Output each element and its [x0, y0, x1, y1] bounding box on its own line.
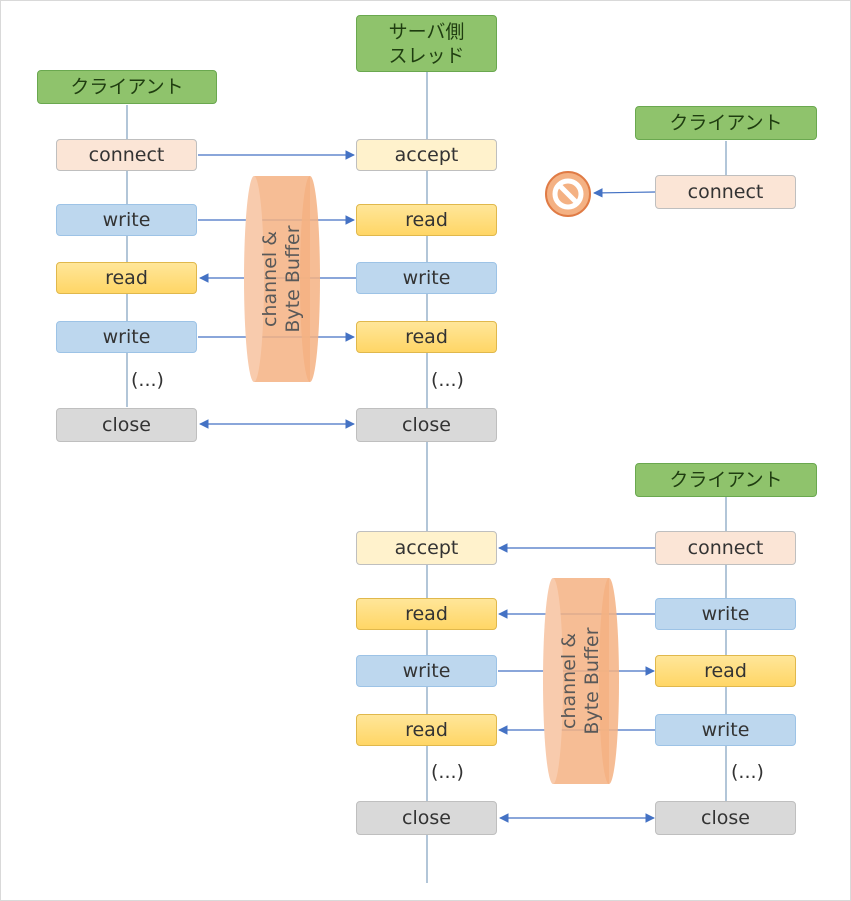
server1-write-box: write	[356, 262, 497, 294]
server2-read-box-1: read	[356, 598, 497, 630]
buffer-cylinder-shape	[543, 578, 619, 784]
server2-read-box-2: read	[356, 714, 497, 746]
server2-close-box: close	[356, 801, 497, 835]
no-entry-icon	[545, 171, 591, 217]
arrow-blocked-connect	[593, 188, 656, 198]
buffer-label-line2: Byte Buffer	[282, 225, 304, 333]
buffer-cylinder-shape	[244, 176, 320, 382]
client1-read-box: read	[56, 262, 197, 294]
server-header-line2: スレッド	[388, 44, 465, 67]
client3-write-box-1: write	[655, 598, 796, 630]
buffer-cylinder-bottom: channel & Byte Buffer	[543, 578, 619, 784]
client3-connect-box: connect	[655, 531, 796, 565]
buffer-label-line2: Byte Buffer	[581, 627, 603, 735]
client1-write-box-2: write	[56, 321, 197, 353]
server1-read-box-1: read	[356, 204, 497, 236]
client3-header: クライアント	[635, 463, 817, 497]
server-thread-header: サーバ側 スレッド	[356, 15, 497, 72]
client2-header: クライアント	[635, 106, 817, 140]
buffer-cylinder-top: channel & Byte Buffer	[244, 176, 320, 382]
client1-header: クライアント	[37, 70, 217, 104]
buffer-label-top: channel & Byte Buffer	[259, 225, 305, 332]
client1-write-box-1: write	[56, 204, 197, 236]
server1-ellipsis: (...)	[431, 369, 464, 391]
client1-ellipsis: (...)	[131, 369, 164, 391]
client3-ellipsis: (...)	[731, 761, 764, 783]
server2-ellipsis: (...)	[431, 761, 464, 783]
client1-connect-box: connect	[56, 139, 197, 171]
server2-write-box: write	[356, 655, 497, 687]
buffer-label-line1: channel &	[259, 230, 281, 328]
client3-read-box: read	[655, 655, 796, 687]
server1-close-box: close	[356, 408, 497, 442]
server1-read-box-2: read	[356, 321, 497, 353]
server-header-line1: サーバ側	[388, 20, 465, 43]
server1-accept-box: accept	[356, 139, 497, 171]
server2-accept-box: accept	[356, 531, 497, 565]
buffer-label-bottom: channel & Byte Buffer	[558, 627, 604, 734]
client2-connect-box: connect	[655, 175, 796, 209]
client3-write-box-2: write	[655, 714, 796, 746]
client3-close-box: close	[655, 801, 796, 835]
buffer-label-line1: channel &	[558, 632, 580, 730]
client1-close-box: close	[56, 408, 197, 442]
